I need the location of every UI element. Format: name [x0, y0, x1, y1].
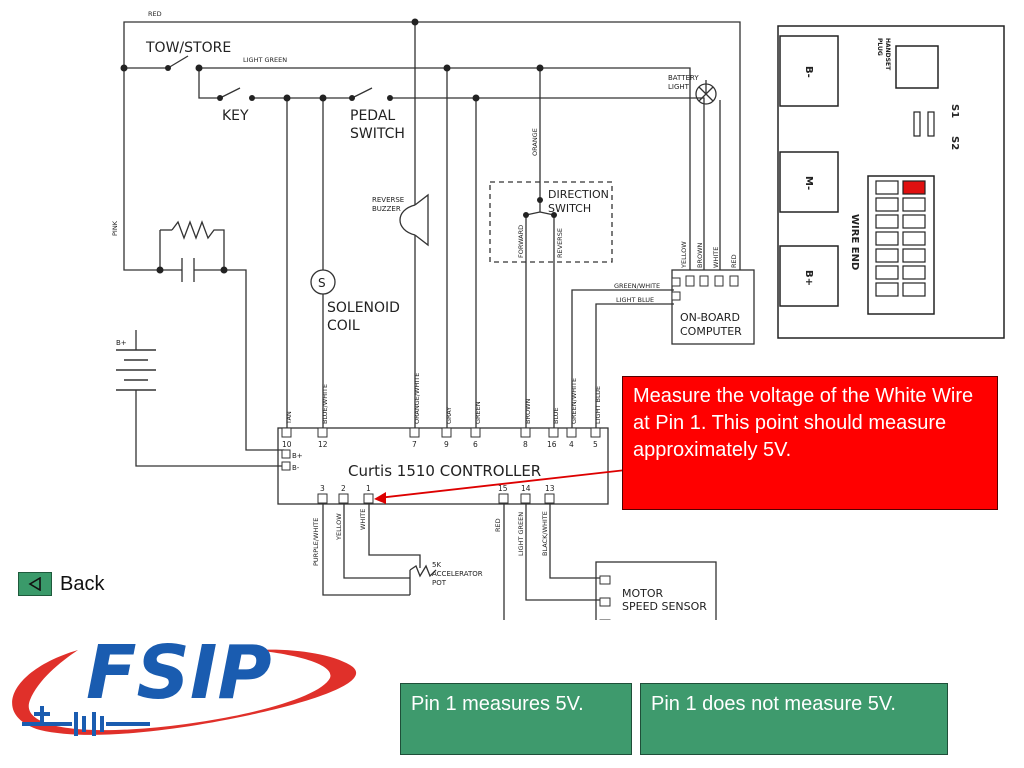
wire-label-gray: GRAY [445, 407, 453, 424]
solenoid-label-2: COIL [327, 318, 360, 334]
pin-13: 13 [545, 484, 555, 493]
wire-label-green: GREEN [474, 401, 482, 424]
battery-light-label-2: LIGHT [668, 83, 690, 91]
pedal-label-2: SWITCH [350, 126, 405, 142]
tow-store-label: TOW/STORE [145, 40, 231, 56]
pin-8: 8 [523, 440, 528, 449]
pot-label-1: 5K [432, 561, 441, 569]
pin-10: 10 [282, 440, 292, 449]
solenoid-label-1: SOLENOID [327, 300, 400, 316]
pin-16: 16 [547, 440, 557, 449]
pin-3: 3 [320, 484, 325, 493]
pin-2: 2 [341, 484, 346, 493]
key-label: KEY [222, 108, 249, 124]
wire-label-brown: BROWN [524, 398, 532, 424]
board-b-plus: B+ [803, 270, 814, 286]
pedal-label-1: PEDAL [350, 108, 395, 124]
wire-label-red-top: RED [730, 254, 738, 268]
pin-4: 4 [569, 440, 574, 449]
pot-label-3: POT [432, 579, 447, 587]
pin-6: 6 [473, 440, 478, 449]
pin-9: 9 [444, 440, 449, 449]
wiring-diagram: RED LIGHT GREEN PINK ORANGE TAN BLUE/WHI… [111, 10, 1005, 620]
buzzer-label-1: REVERSE [372, 196, 404, 204]
board-wire-end: WIRE END [849, 214, 860, 270]
wire-label-blue-white: BLUE/WHITE [321, 384, 329, 424]
wire-label-pink: PINK [111, 220, 119, 236]
wire-label-white-bottom: WHITE [359, 509, 367, 530]
logo-text: FSIP [86, 630, 272, 716]
wire-label-brown-top: BROWN [696, 242, 704, 268]
wire-label-light-blue-top: LIGHT BLUE [616, 296, 654, 304]
pointer-arrow [377, 469, 627, 499]
wire-label-purple-white: PURPLE/WHITE [312, 518, 320, 566]
pot-label-2: ACCELERATOR [432, 570, 483, 578]
board-s1: S1 [949, 104, 960, 118]
board-b-minus: B- [803, 66, 814, 78]
wire-label-tan: TAN [285, 411, 293, 425]
wire-label-light-green-bottom: LIGHT GREEN [517, 512, 525, 556]
wire-label-blue: BLUE [552, 407, 560, 424]
pin-7: 7 [412, 440, 417, 449]
wire-label-black-white: BLACK/WHITE [541, 511, 549, 556]
b-plus-pin-label: B+ [292, 452, 303, 460]
wire-label-yellow-top: YELLOW [680, 241, 688, 269]
instruction-text: Measure the voltage of the White Wire at… [633, 385, 974, 461]
direction-label-1: DIRECTION [548, 188, 609, 201]
wire-label-forward: FORWARD [517, 225, 525, 258]
motor-label-2: SPEED SENSOR [622, 600, 707, 613]
back-button[interactable]: Back [18, 572, 104, 596]
back-arrow-icon [18, 572, 52, 596]
pin-5: 5 [593, 440, 598, 449]
answer-no-label: Pin 1 does not measure 5V. [651, 693, 896, 715]
answer-not-5v-button[interactable]: Pin 1 does not measure 5V. [640, 683, 948, 755]
pin-12: 12 [318, 440, 328, 449]
board-s2: S2 [949, 136, 960, 150]
solenoid-symbol: S [318, 276, 326, 290]
wire-label-red: RED [148, 10, 162, 18]
motor-label-1: MOTOR [622, 587, 664, 600]
wire-label-red-bottom: RED [494, 518, 502, 532]
pin-15: 15 [498, 484, 508, 493]
onboard-label-2: COMPUTER [680, 325, 742, 338]
wire-label-white-top: WHITE [712, 247, 720, 268]
battery-light-label-1: BATTERY [668, 74, 699, 82]
answer-yes-label: Pin 1 measures 5V. [411, 693, 584, 715]
controller-board: B- M- B+ S1 S2 WIRE END HANDSET PLUG [777, 25, 1005, 339]
wire-label-yellow-bottom: YELLOW [335, 513, 343, 541]
wire-label-light-green: LIGHT GREEN [243, 56, 287, 64]
onboard-label-1: ON-BOARD [680, 311, 740, 324]
buzzer-label-2: BUZZER [372, 205, 401, 213]
wire-label-reverse: REVERSE [556, 228, 564, 258]
pin-14: 14 [521, 484, 531, 493]
board-m-minus: M- [803, 176, 814, 190]
controller-label: Curtis 1510 CONTROLLER [348, 462, 541, 480]
wire-label-orange: ORANGE [531, 128, 539, 156]
fsip-logo: FSIP [12, 630, 357, 736]
b-minus-pin-label: B- [292, 464, 300, 472]
wire-label-green-white: GREEN/WHITE [570, 378, 578, 424]
board-handset-1: HANDSET [884, 38, 891, 71]
answer-measures-5v-button[interactable]: Pin 1 measures 5V. [400, 683, 632, 755]
battery-plus-label: B+ [116, 339, 127, 347]
wire-label-orange-white: ORANGE/WHITE [413, 373, 421, 424]
instruction-callout: Measure the voltage of the White Wire at… [622, 376, 998, 510]
back-label: Back [60, 572, 105, 595]
wire-label-green-white-top: GREEN/WHITE [614, 282, 660, 290]
wire-label-light-blue: LIGHT BLUE [594, 386, 602, 424]
pin-1: 1 [366, 484, 371, 493]
board-handset-2: PLUG [876, 38, 883, 56]
direction-label-2: SWITCH [548, 202, 591, 215]
